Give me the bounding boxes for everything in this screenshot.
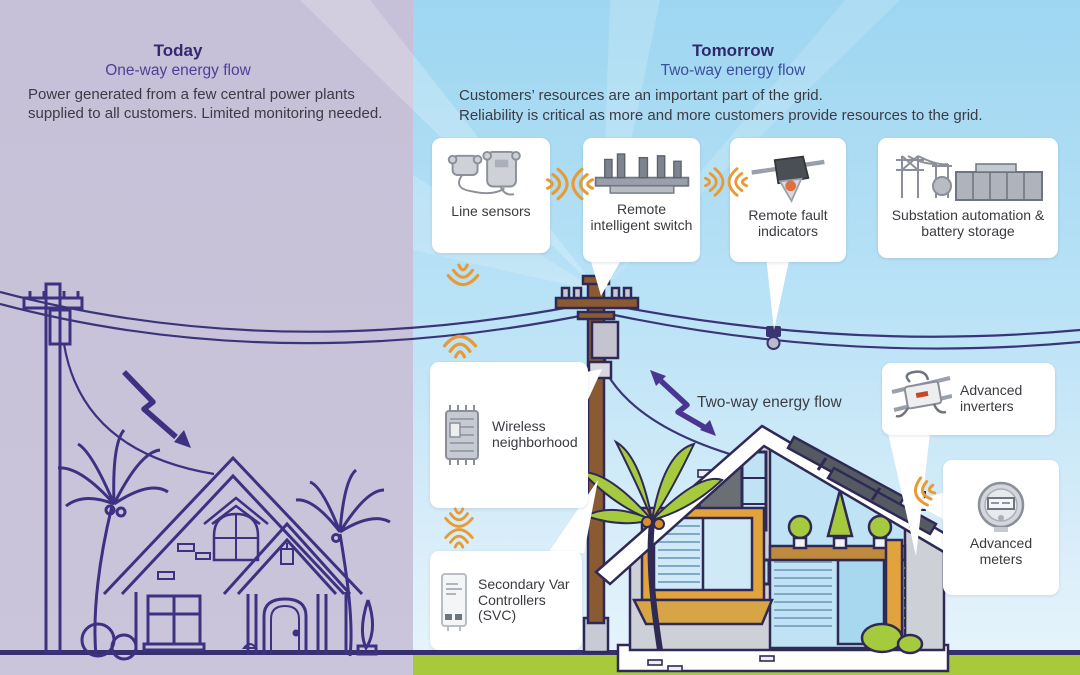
device-box-svc: Secondary Var Controllers (SVC) — [430, 551, 582, 650]
ground-line — [0, 650, 1080, 655]
device-box-substation: Substation automation & battery storage — [878, 138, 1058, 258]
device-box-remote-fault-indicators: Remote fault indicators — [730, 138, 846, 262]
device-label: Secondary Var Controllers (SVC) — [478, 575, 570, 624]
device-label: Remote fault indicators — [748, 207, 828, 239]
power-lines — [0, 290, 1080, 350]
device-label: Remote intelligent switch — [590, 201, 693, 233]
two-way-flow-label: Two-way energy flow — [697, 394, 842, 411]
device-box-line-sensors: Line sensors — [432, 138, 550, 253]
tomorrow-subtitle: Two-way energy flow — [660, 62, 806, 79]
device-box-remote-intelligent-switch: Remote intelligent switch — [583, 138, 700, 262]
device-label: Advanced inverters — [960, 382, 1023, 414]
wifi-icon — [442, 260, 484, 287]
wifi-icon — [543, 163, 597, 205]
substation-photo — [888, 146, 1048, 208]
one-way-arrow — [122, 370, 191, 448]
callout-switch-to-pole — [590, 258, 622, 296]
fault-indicator-device — [766, 326, 781, 350]
callout-indicator-to-wire — [766, 256, 790, 330]
device-box-wireless-neighborhood: Wireless neighborhood — [430, 362, 588, 508]
wifi-icon — [440, 505, 478, 528]
device-box-advanced-meters: Advanced meters — [943, 460, 1059, 595]
remote-fault-indicators-photo — [743, 146, 833, 208]
wifi-icon — [701, 163, 751, 201]
device-label: Substation automation & battery storage — [891, 207, 1045, 239]
svc-photo — [438, 568, 470, 634]
today-subtitle: One-way energy flow — [105, 62, 251, 79]
today-palm-trees — [57, 429, 391, 657]
two-way-arrow — [650, 370, 716, 436]
tomorrow-description: Customers’ resources are an important pa… — [459, 86, 1059, 126]
today-house — [80, 455, 378, 661]
tomorrow-title: Tomorrow — [692, 41, 774, 60]
line-sensors-photo — [443, 146, 539, 204]
callout-pointers — [548, 256, 945, 556]
tomorrow-description-line1: Customers’ resources are an important pa… — [459, 87, 823, 104]
wifi-icon — [909, 468, 942, 515]
advanced-inverters-photo — [890, 370, 952, 428]
device-box-advanced-inverters: Advanced inverters — [882, 363, 1055, 435]
callout-wireless-to-pole — [586, 369, 602, 404]
remote-intelligent-switch-photo — [592, 146, 692, 202]
tomorrow-house — [579, 424, 969, 673]
wireless-neighborhood-photo — [438, 403, 484, 467]
wifi-icon — [438, 334, 482, 362]
device-label: Wireless neighborhood — [492, 418, 578, 450]
wifi-icon — [440, 528, 478, 551]
callout-inverter-to-roof — [888, 433, 930, 556]
today-description: Power generated from a few central power… — [28, 86, 383, 123]
today-title: Today — [153, 41, 203, 60]
device-label: Advanced meters — [969, 535, 1033, 567]
advanced-meters-photo — [972, 478, 1030, 536]
tomorrow-utility-pole — [554, 274, 640, 654]
device-label: Line sensors — [451, 203, 531, 219]
tomorrow-description-line2: Reliability is critical as more and more… — [459, 106, 983, 124]
